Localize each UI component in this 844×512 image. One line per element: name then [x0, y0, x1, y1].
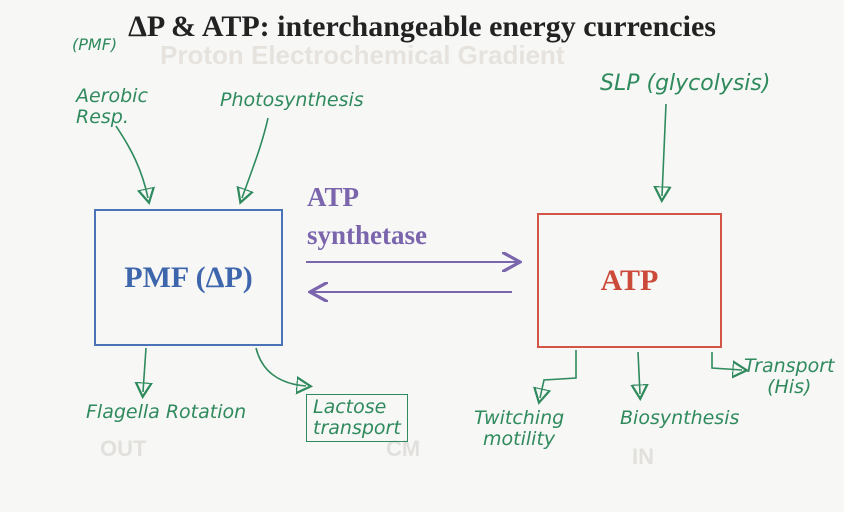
- twitching-line-2: motility: [483, 427, 556, 450]
- flagella-arrow: [143, 347, 146, 392]
- photosynthesis-label: Photosynthesis: [220, 89, 364, 111]
- ghost-background-cm: CM: [386, 436, 421, 461]
- atp-synthetase-label: ATP synthetase: [307, 178, 427, 254]
- transport-line-1: Transport: [744, 355, 835, 377]
- lactose-arrow: [255, 347, 306, 386]
- twitching-arrow: [540, 350, 577, 398]
- biosynthesis-arrow: [638, 351, 640, 394]
- synthetase-line-1: ATP: [307, 182, 359, 212]
- photosynthesis-arrow: [242, 117, 269, 198]
- pmf-box: PMF (ΔP): [94, 209, 283, 346]
- pmf-label: PMF (ΔP): [124, 260, 253, 294]
- aerobic-line-2: Resp.: [76, 105, 129, 128]
- twitching-motility-label: Twitching motility: [474, 408, 564, 450]
- aerobic-resp-label: Aerobic Resp.: [76, 86, 148, 128]
- biosynthesis-label: Biosynthesis: [620, 407, 740, 429]
- lactose-line-2: transport: [313, 416, 401, 439]
- slp-label: SLP (glycolysis): [600, 71, 771, 96]
- transport-his-label: Transport (His): [744, 356, 834, 398]
- atp-label: ATP: [600, 263, 659, 297]
- lactose-line-1: Lactose: [313, 396, 387, 418]
- ghost-background-out: OUT: [100, 436, 147, 461]
- page-title: ΔP & ATP: interchangeable energy currenc…: [128, 10, 716, 43]
- aerobic-arrow: [115, 125, 148, 198]
- synthetase-line-2: synthetase: [307, 220, 427, 250]
- lactose-transport-label: Lactose transport: [306, 394, 408, 442]
- aerobic-line-1: Aerobic: [76, 85, 148, 107]
- transport-arrow: [711, 352, 742, 370]
- ghost-background-in: IN: [632, 444, 654, 469]
- twitching-line-1: Twitching: [474, 407, 565, 429]
- flagella-label: Flagella Rotation: [86, 401, 247, 423]
- pmf-note: (PMF): [72, 35, 118, 54]
- transport-line-2: (His): [767, 375, 812, 398]
- ghost-background: Proton Electrochemical Gradient: [160, 40, 565, 70]
- atp-box: ATP: [537, 213, 722, 348]
- slp-arrow: [662, 103, 666, 196]
